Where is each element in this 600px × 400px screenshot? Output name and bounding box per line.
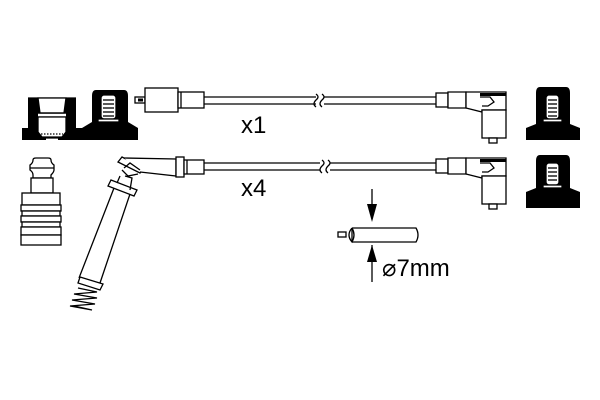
quantity-label-x4: x4	[241, 175, 267, 202]
lead-x4	[204, 157, 507, 210]
boot-icon	[526, 87, 580, 140]
terminal-pin-icon	[20, 157, 62, 246]
spring-plug-boot-icon	[69, 156, 205, 311]
lead-x1	[134, 87, 507, 144]
boot-icon	[526, 155, 580, 208]
cable-diameter-label: ⌀7mm	[382, 255, 450, 282]
quantity-label-x1: x1	[241, 112, 267, 139]
boot-cutaway-icon	[22, 97, 82, 140]
cable-cross-section-icon	[337, 189, 419, 282]
boot-icon	[82, 90, 138, 140]
